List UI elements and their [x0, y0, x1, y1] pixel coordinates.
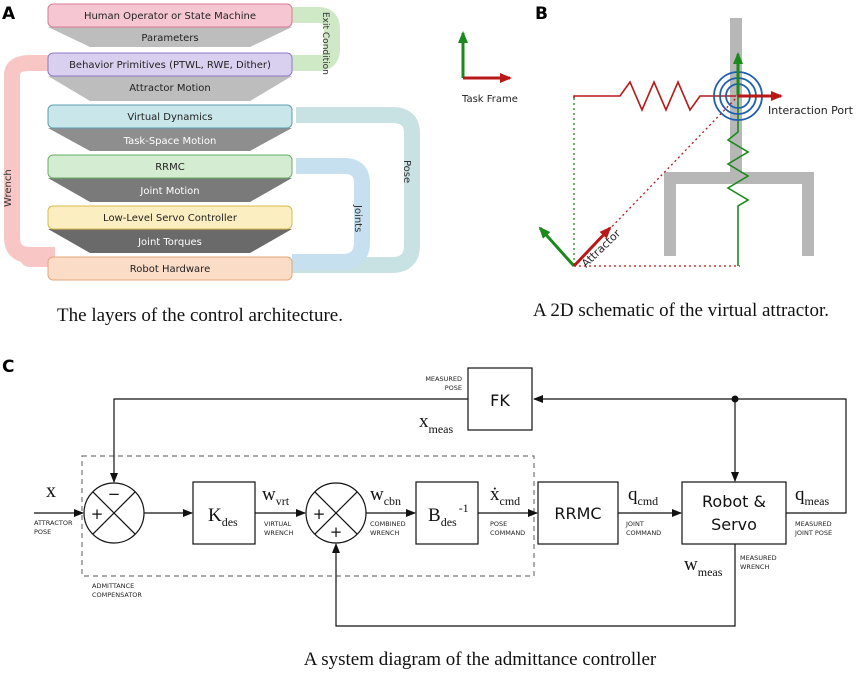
measured-pose-label-2: POSE	[445, 384, 462, 392]
caption-b: A 2D schematic of the virtual attractor.	[533, 300, 829, 321]
joints-feedback-band	[292, 158, 370, 270]
wrench-label: Wrench	[3, 169, 14, 207]
signal-xmeas: xmeas	[419, 411, 453, 436]
layer-behavior-primitives-label: Behavior Primitives (PTWL, RWE, Dither)	[69, 60, 271, 71]
layer-robot-hardware	[47, 256, 293, 281]
measured-wrench-label-2: WRENCH	[740, 563, 769, 571]
signal-parameters: Parameters	[141, 33, 198, 44]
panel-b: B Interaction Port Attractor A 2D schema…	[533, 4, 854, 321]
structure-left-leg	[664, 172, 676, 256]
bdes-block	[415, 481, 479, 545]
bdes-label: Bdes-1	[428, 501, 469, 529]
task-frame-label: Task Frame	[461, 94, 518, 105]
signal-wmeas: wmeas	[684, 554, 723, 579]
measured-joint-label-2: JOINT POSE	[794, 529, 832, 537]
sum-junction-2-cross-b	[314, 491, 358, 535]
signal-wvrt: wvrt	[262, 484, 290, 508]
adm-comp-label-2: COMPENSATOR	[92, 591, 142, 599]
robot-servo-line1: Robot &	[702, 492, 766, 511]
signal-joint-motion: Joint Motion	[139, 186, 199, 197]
pose-command-label-1: POSE	[490, 520, 507, 528]
signal-wcbn: wcbn	[370, 484, 401, 508]
sum1-minus-sign: −	[108, 485, 121, 503]
virtual-wrench-label-1: VIRTUAL	[264, 520, 292, 528]
signal-task-space-motion: Task-Space Motion	[123, 136, 217, 147]
panel-c: C ADMITTANCE COMPENSATOR FK MEASURED POS…	[2, 357, 847, 670]
measured-joint-label-1: MEASURED	[795, 520, 832, 528]
layer-servo-controller-label: Low-Level Servo Controller	[103, 213, 238, 224]
layer-behavior-primitives	[47, 52, 293, 77]
attractor-pose-label-2: POSE	[34, 528, 51, 536]
fk-block	[467, 367, 533, 431]
measured-pose-label-1: MEASURED	[425, 375, 462, 383]
rrmc-block-label: RRMC	[554, 504, 601, 523]
layer-rrmc-label: RRMC	[155, 162, 185, 173]
wrench-feedback-band-lower	[20, 254, 55, 267]
funnel-task-space-motion	[48, 128, 292, 151]
caption-a: The layers of the control architecture.	[57, 305, 343, 326]
adm-comp-label-1: ADMITTANCE	[92, 582, 134, 590]
panel-b-letter: B	[535, 4, 548, 24]
signal-qcmd: qcmd	[628, 484, 658, 508]
combined-wrench-label-1: COMBINED	[370, 520, 406, 528]
attractor-label: Attractor	[579, 227, 624, 271]
signal-x: x	[46, 480, 56, 502]
green-spring	[726, 96, 750, 266]
sum1-plus-sign: +	[91, 505, 104, 523]
red-spring	[573, 79, 736, 113]
virtual-wrench-label-2: WRENCH	[264, 529, 293, 537]
joints-label: Joints	[352, 204, 363, 232]
wire-qmeas-loop	[533, 395, 847, 514]
measured-wrench-label-1: MEASURED	[740, 554, 777, 562]
structure-right-leg	[802, 172, 814, 256]
exit-condition-label: Exit Condition	[320, 12, 330, 75]
joint-command-label-2: COMMAND	[626, 529, 661, 537]
wire-wmeas-sum2	[332, 543, 736, 627]
layer-human-operator	[47, 3, 293, 28]
pose-feedback-band	[292, 107, 420, 273]
structure-vertical-post	[730, 18, 742, 178]
signal-attractor-motion: Attractor Motion	[129, 83, 210, 94]
funnel-joint-motion	[48, 178, 292, 202]
panel-a-letter: A	[2, 4, 16, 24]
funnel-attractor-motion	[48, 76, 292, 101]
robot-servo-line2: Servo	[711, 515, 757, 534]
signal-xdot-cmd: ẋcmd	[490, 484, 520, 508]
attractor-pose-label-1: ATTRACTOR	[34, 519, 73, 527]
layer-rrmc	[47, 154, 293, 179]
sum-junction-1-cross-b	[92, 491, 136, 535]
exit-condition-band	[292, 7, 340, 71]
layer-virtual-dynamics	[47, 104, 293, 129]
layer-servo-controller	[47, 205, 293, 230]
dotted-red-diagonal	[573, 95, 739, 267]
funnel-parameters	[48, 27, 292, 47]
sum2-plus-bottom: +	[330, 523, 343, 541]
pose-command-label-2: COMMAND	[490, 529, 525, 537]
kdes-label: Kdes	[208, 505, 238, 529]
wire-fk-sum1	[110, 398, 468, 483]
fk-block-label: FK	[490, 391, 510, 410]
robot-servo-block	[681, 481, 787, 545]
structure-crossbar	[664, 172, 814, 184]
signal-joint-torques: Joint Torques	[137, 237, 202, 248]
kdes-block	[192, 481, 256, 545]
layer-virtual-dynamics-label: Virtual Dynamics	[127, 112, 212, 123]
attractor-red-arrow	[572, 226, 612, 268]
layer-human-operator-label: Human Operator or State Machine	[84, 11, 256, 22]
panel-c-letter: C	[2, 357, 14, 377]
interaction-port-label: Interaction Port	[768, 104, 854, 117]
joint-command-label-1: JOINT	[625, 520, 644, 528]
sum2-plus-left: +	[313, 505, 326, 523]
signal-qmeas: qmeas	[795, 484, 829, 508]
attractor-green-arrow	[538, 226, 576, 268]
layer-robot-hardware-label: Robot Hardware	[130, 264, 210, 275]
panel-a: A Wrench Exit Condition Pose Joints Para…	[2, 3, 518, 326]
funnel-joint-torques	[48, 229, 292, 253]
pose-label: Pose	[401, 160, 412, 183]
rrmc-block	[537, 481, 619, 545]
combined-wrench-label-2: WRENCH	[370, 529, 399, 537]
wrench-feedback-band	[4, 55, 55, 263]
caption-c: A system diagram of the admittance contr…	[304, 649, 657, 670]
